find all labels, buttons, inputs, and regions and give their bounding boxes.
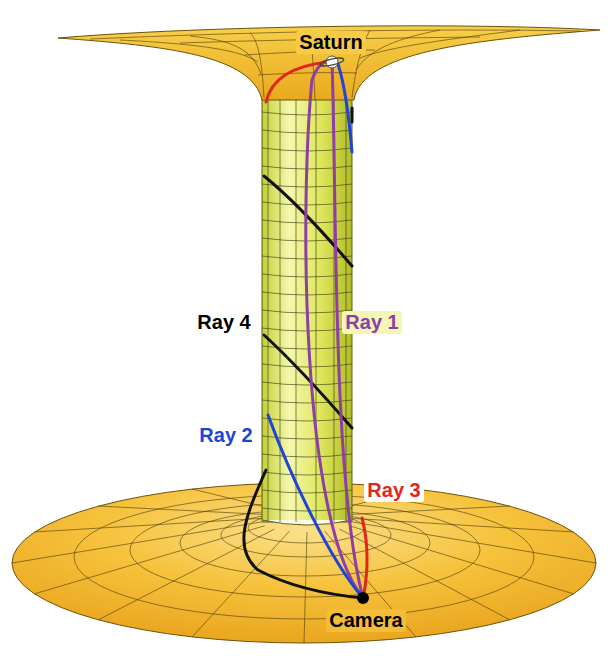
point-label: Camera (326, 609, 405, 632)
ray-3-path (362, 518, 367, 598)
ray-label: Ray 4 (194, 311, 253, 334)
label-anchor: Camera (326, 609, 405, 632)
label-anchor: Ray 3 (364, 479, 423, 502)
top-funnel (58, 26, 600, 100)
camera-dot (357, 592, 369, 604)
label-anchor: Ray 1 (342, 311, 401, 334)
ray-label: Ray 3 (364, 479, 423, 502)
label-anchor: Ray 2 (196, 424, 255, 447)
label-anchor: Saturn (296, 31, 365, 54)
point-label: Saturn (296, 31, 365, 54)
ray-4-path (351, 108, 354, 122)
ray-2-path (338, 64, 352, 152)
ray-4-path (264, 176, 352, 266)
label-anchor: Ray 4 (194, 311, 253, 334)
ray-label: Ray 1 (342, 311, 401, 334)
saturn-icon (320, 56, 345, 68)
ray-label: Ray 2 (196, 424, 255, 447)
ray-2-path (268, 415, 363, 598)
ray-3-path (266, 62, 328, 102)
